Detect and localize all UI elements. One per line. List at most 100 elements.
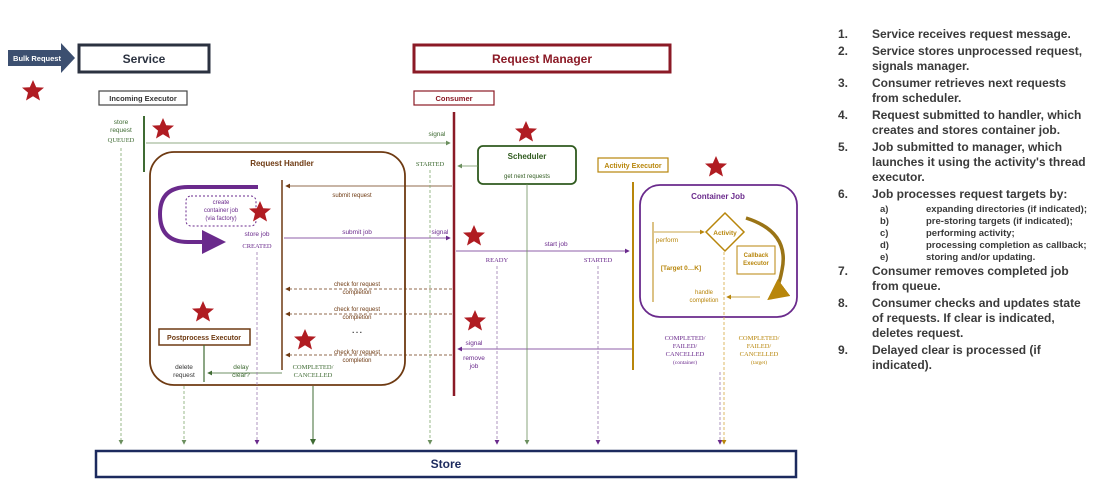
star-icon [515, 121, 537, 142]
step-number: 6. [838, 187, 849, 201]
bulk-request-arrow: Bulk Request [8, 43, 75, 73]
container-job-title: Container Job [691, 192, 745, 201]
started-consumer-status: STARTED [416, 161, 445, 168]
consumer-box: Consumer [413, 90, 495, 106]
sub-step-item: a) expanding directories (if indicated); [880, 204, 1087, 216]
sub-step-letter: c) [880, 228, 889, 239]
sub-step-item: b)pre-storing targets (if indicated); [880, 216, 1087, 228]
step-text: Service stores unprocessed request, sign… [872, 44, 1083, 73]
step-number: 9. [838, 343, 849, 357]
sub-step-item: d) processing completion as callback; [880, 240, 1087, 252]
start-job-label: start job [544, 241, 568, 248]
step-item: 5. Job submitted to manager, which launch… [832, 140, 1087, 185]
sub-step-letter: a) [880, 204, 889, 215]
activity-label: Activity [713, 230, 737, 237]
star-icon [705, 156, 727, 177]
sub-step-text: performing activity; [926, 228, 1015, 239]
step-number: 2. [838, 44, 849, 58]
steps-list: 1. Service receives request message. 2. Ser… [832, 27, 1087, 375]
store-job-label: store job [245, 231, 270, 238]
star-icon [152, 118, 174, 139]
scheduler-title: Scheduler [508, 152, 547, 161]
signal-label-low: signal [466, 340, 484, 347]
store-arrows [118, 148, 727, 445]
step-text: Service receives request message. [872, 27, 1071, 41]
step-text: Delayed clear is processed (if indicated… [872, 343, 1041, 372]
incoming-executor-label: Incoming Executor [109, 94, 177, 103]
started-activity-status: STARTED [584, 257, 613, 264]
activity-diamond: Activity [704, 211, 746, 253]
sub-step-letter: e) [880, 252, 889, 263]
completed-cancelled-status: COMPLETED/CANCELLED [293, 364, 334, 379]
step-number: 5. [838, 140, 849, 154]
signal-label-top: signal [429, 131, 447, 138]
step-text: Consumer removes completed job from queu… [872, 264, 1069, 293]
step-number: 7. [838, 264, 849, 278]
request-handler-box: Request Handler [149, 151, 406, 386]
scheduler-box: Scheduler get next requests [477, 145, 577, 185]
service-box: Service [77, 43, 211, 74]
completed-container-status: COMPLETED/FAILED/CANCELLED(container) [665, 335, 706, 366]
step-item: 4. Request submitted to handler, which cr… [832, 108, 1087, 138]
sub-step-item: e) storing and/or updating. [880, 252, 1087, 264]
completed-target-status: COMPLETED/FAILED/CANCELLED(target) [739, 335, 780, 366]
star-icon [22, 80, 44, 101]
step-text: Job processes request targets by: [872, 187, 1068, 201]
request-manager-title: Request Manager [492, 52, 592, 66]
request-manager-box: Request Manager [412, 43, 672, 74]
create-job-loop [157, 185, 258, 254]
sub-step-item: c) performing activity; [880, 228, 1087, 240]
star-icon [464, 310, 486, 331]
step-item: 3.Consumer retrieves next requests from … [832, 76, 1087, 106]
sub-step-text: pre-storing targets (if indicated); [926, 216, 1073, 227]
incoming-executor-box: Incoming Executor [98, 90, 188, 106]
step-item: 1. Service receives request message. [832, 27, 1087, 42]
queued-status: QUEUED [108, 137, 135, 144]
request-flow-diagram: Bulk Request Service Request Manager Inc… [8, 43, 798, 479]
step-text: Consumer checks and updates state of req… [872, 296, 1081, 340]
sub-step-text: processing completion as callback; [926, 240, 1087, 251]
star-icon [463, 225, 485, 246]
step-item: 9. Delayed clear is processed (if indicat… [832, 343, 1087, 373]
activity-executor-label: Activity Executor [604, 163, 661, 170]
callback-loop [745, 216, 791, 301]
submit-job-label: submit job [342, 229, 372, 236]
step-number: 1. [838, 27, 849, 41]
step-number: 4. [838, 108, 849, 122]
star-icon [192, 301, 214, 322]
perform-label: perform [656, 237, 678, 244]
bulk-request-label: Bulk Request [13, 54, 61, 63]
sub-step-text: storing and/or updating. [926, 252, 1036, 263]
step-item: 8. Consumer checks and updates state of r… [832, 296, 1087, 341]
target-range-label: [Target 0…K] [661, 265, 701, 272]
star-icon [294, 329, 316, 350]
postprocess-executor-label: Postprocess Executor [167, 335, 241, 342]
sub-step-letter: d) [880, 240, 889, 251]
ready-status: READY [486, 257, 509, 264]
consumer-label: Consumer [435, 94, 472, 103]
step-text: Job submitted to manager, which launches… [872, 140, 1086, 184]
sub-step-text: expanding directories (if indicated); [926, 204, 1087, 215]
step-number: 3. [838, 76, 849, 90]
container-job-box: Container Job [639, 184, 798, 318]
signal-label-mid: signal [432, 229, 450, 236]
activity-executor-box: Activity Executor [597, 157, 669, 173]
store-title: Store [431, 457, 462, 471]
service-title: Service [123, 52, 166, 66]
step-number: 8. [838, 296, 849, 310]
step-text: Request submitted to handler, which crea… [872, 108, 1082, 137]
created-status: CREATED [242, 243, 272, 250]
ellipsis-label: … [351, 322, 363, 336]
request-handler-title: Request Handler [250, 159, 314, 168]
step-item: 2. Service stores unprocessed request, si… [832, 44, 1087, 74]
